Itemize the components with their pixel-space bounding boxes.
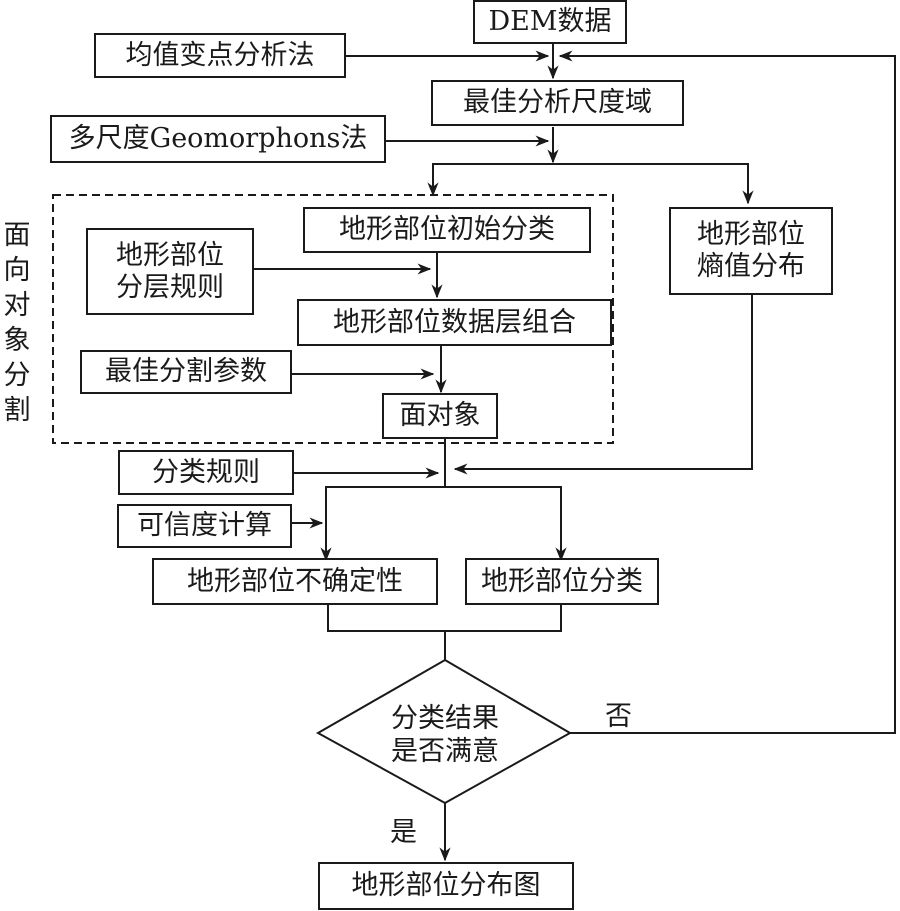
entropy-line1: 地形部位 [697,219,805,250]
label-no: 否 [605,701,632,732]
decision-line2: 是否满意 [391,736,499,767]
node-mean-change-point: 均值变点分析法 [94,33,346,78]
node-layer-rules: 地形部位 分层规则 [86,228,254,315]
edge-feedback-loop [558,50,896,734]
edge-entropy [453,293,753,475]
decision-line1: 分类结果 [391,703,499,734]
group-label-char: 面 [3,220,31,251]
layer-rules-line2: 分层规则 [116,271,224,303]
layer-rules-line1: 地形部位 [116,239,224,271]
node-classification-rules: 分类规则 [118,450,294,495]
node-surface-objects: 面对象 [382,393,498,439]
entropy-line2: 熵值分布 [697,251,805,282]
node-entropy-distribution: 地形部位 熵值分布 [669,207,833,295]
node-best-segmentation-params: 最佳分割参数 [80,350,292,394]
decision-text: 分类结果 是否满意 [375,702,515,768]
edge-split-two [325,486,562,560]
label-yes: 是 [390,817,417,848]
node-data-layer-combination: 地形部位数据层组合 [297,299,612,346]
group-label-char: 对 [3,290,31,321]
node-dem-data: DEM数据 [473,0,627,44]
object-segmentation-group [52,194,614,444]
node-classification: 地形部位分类 [465,558,659,605]
node-initial-classification: 地形部位初始分类 [303,207,591,253]
node-confidence-calc: 可信度计算 [117,504,292,548]
group-label-object-segmentation: 面 向 对 象 分 割 [2,218,32,428]
node-landform-distribution-map: 地形部位分布图 [318,862,574,910]
group-label-char: 割 [3,395,31,426]
node-uncertainty: 地形部位不确定性 [152,558,438,605]
edge-merge [327,604,562,632]
node-best-scale-domain: 最佳分析尺度域 [431,80,684,126]
group-label-char: 向 [3,255,31,286]
node-multiscale-geomorphons: 多尺度Geomorphons法 [50,115,386,163]
group-label-char: 象 [3,325,31,356]
group-label-char: 分 [3,360,31,391]
